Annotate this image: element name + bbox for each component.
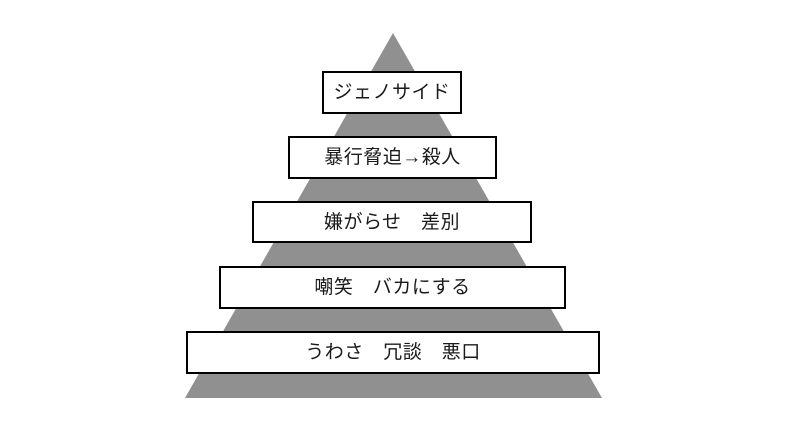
pyramid-level-2-label: 暴行脅迫→殺人 [324, 147, 461, 168]
pyramid-level-5-label: うわさ 冗談 悪口 [305, 342, 481, 363]
pyramid-level-2-box: 暴行脅迫→殺人 [288, 136, 497, 179]
pyramid-level-4-box: 嘲笑 バカにする [219, 266, 566, 309]
pyramid-level-1-label: ジェノサイド [333, 82, 451, 103]
pyramid-level-3-label: 嫌がらせ 差別 [323, 211, 461, 233]
pyramid-level-1-box: ジェノサイド [322, 71, 462, 114]
pyramid-level-5-box: うわさ 冗談 悪口 [186, 331, 600, 374]
pyramid-level-3-box: 嫌がらせ 差別 [252, 201, 532, 243]
pyramid-level-4-label: 嘲笑 バカにする [314, 277, 471, 298]
